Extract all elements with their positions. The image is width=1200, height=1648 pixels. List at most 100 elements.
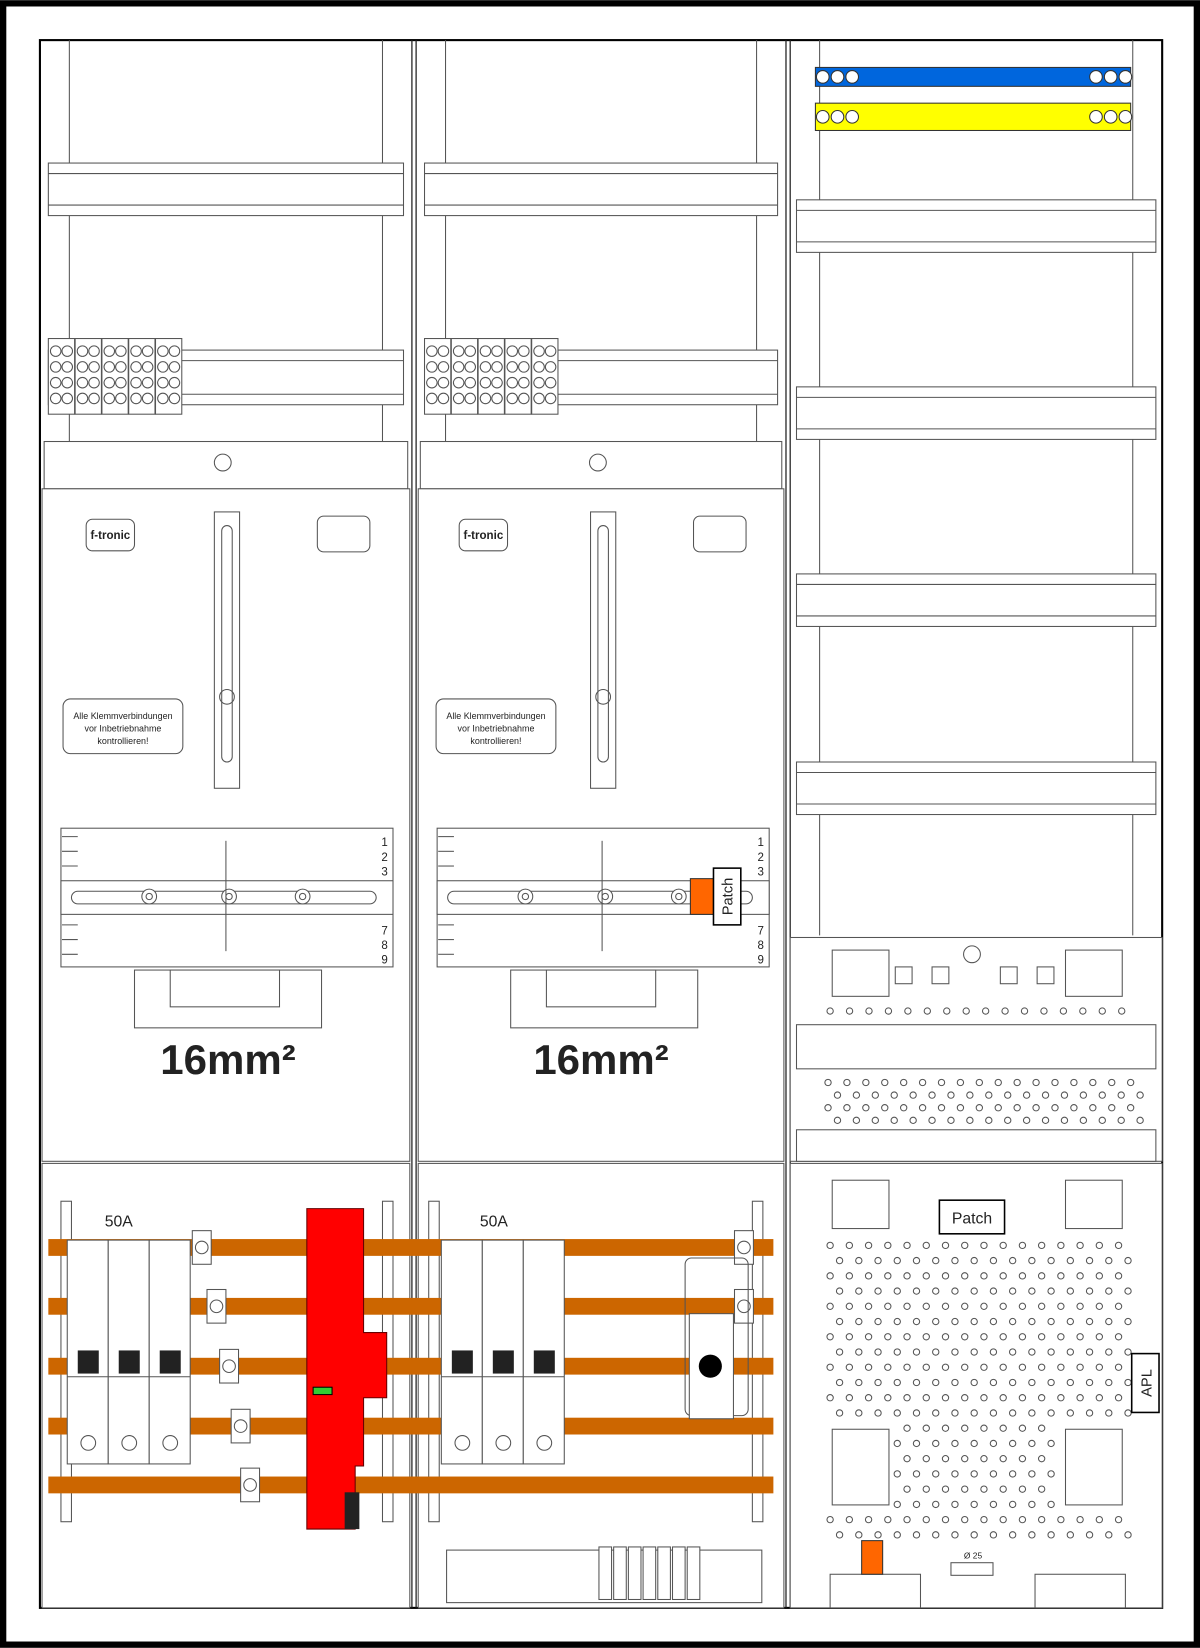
neutral-screw — [815, 70, 830, 84]
terminal-screw — [479, 361, 492, 373]
vent-hole — [941, 1485, 950, 1493]
vent-hole — [1079, 1091, 1088, 1099]
vent-hole — [961, 1302, 969, 1310]
terminal-screw — [506, 361, 519, 373]
vent-hole — [1004, 1116, 1012, 1124]
vent-hole — [1018, 1454, 1027, 1463]
vent-hole — [1076, 1333, 1084, 1341]
terminal-block — [613, 1546, 627, 1601]
vent-hole — [999, 1333, 1007, 1341]
vent-hole — [1095, 1394, 1104, 1402]
vent-hole — [1076, 1515, 1084, 1524]
vent-hole — [855, 1531, 863, 1539]
vent-hole — [989, 1317, 998, 1326]
vent-hole — [932, 1531, 940, 1539]
vent-hole — [941, 1272, 950, 1280]
breaker-terminal-screw — [162, 1435, 179, 1451]
vent-hole — [932, 1470, 940, 1478]
vent-hole — [903, 1454, 911, 1463]
terminal-screw — [479, 345, 492, 357]
vent-hole — [909, 1091, 917, 1099]
vent-hole — [884, 1272, 892, 1280]
vent-hole — [1124, 1531, 1132, 1539]
vent-hole — [1105, 1317, 1113, 1326]
vent-hole — [1114, 1302, 1123, 1310]
vent-hole — [928, 1116, 936, 1124]
vent-hole — [1028, 1470, 1036, 1478]
vent-hole — [874, 1409, 882, 1417]
vent-hole — [980, 1424, 988, 1432]
vent-hole — [1018, 1485, 1027, 1493]
breaker-rating-label: 50A — [105, 1213, 134, 1230]
neutral-screw — [845, 70, 860, 84]
scale-number: 8 — [381, 940, 387, 952]
vent-hole — [951, 1531, 959, 1539]
vent-hole — [1118, 1007, 1126, 1015]
terminal-screw — [49, 392, 62, 405]
vent-hole — [845, 1241, 854, 1250]
apl-window — [1064, 1179, 1123, 1230]
scale-number: 8 — [758, 940, 764, 952]
vent-hole — [1008, 1470, 1017, 1478]
breaker-toggle — [118, 1350, 140, 1374]
vent-hole — [1095, 1302, 1104, 1310]
rj-socket — [1036, 966, 1055, 985]
vent-hole — [1079, 1007, 1087, 1015]
vent-hole — [922, 1424, 930, 1432]
vent-hole — [890, 1091, 898, 1099]
terminal-screw — [437, 361, 450, 373]
vent-hole — [855, 1378, 863, 1387]
vent-hole — [961, 1241, 969, 1250]
vent-hole — [970, 1378, 978, 1387]
vent-hole — [1085, 1348, 1094, 1356]
neutral-terminal-bar — [814, 66, 1132, 87]
vent-hole — [1018, 1333, 1027, 1341]
vent-hole — [1098, 1007, 1106, 1015]
terminal-screw — [141, 345, 154, 357]
vent-hole — [1028, 1256, 1036, 1265]
vent-hole — [999, 1485, 1007, 1493]
terminal-screw — [88, 376, 100, 389]
terminal-screw — [61, 376, 74, 389]
vent-hole — [826, 1515, 834, 1524]
clamp-screw — [233, 1419, 248, 1433]
pe-screw — [845, 109, 860, 124]
scale-number: 2 — [758, 852, 764, 864]
vent-hole — [970, 1500, 978, 1509]
terminal-screw — [426, 376, 438, 389]
vent-hole — [999, 1363, 1007, 1371]
vent-hole — [900, 1078, 908, 1087]
vent-hole — [881, 1078, 889, 1087]
terminal-screw — [76, 345, 89, 357]
vent-hole — [865, 1007, 873, 1015]
busbar — [48, 1417, 774, 1435]
terminal-cover-clip — [169, 969, 281, 1008]
rail-screw-inner — [145, 892, 153, 901]
apl-window — [831, 949, 890, 997]
vent-hole — [893, 1500, 901, 1509]
vent-hole — [1004, 1091, 1012, 1099]
vent-hole — [932, 1256, 940, 1265]
vent-hole — [1085, 1256, 1094, 1265]
rail-screw — [294, 888, 311, 905]
vent-hole — [1095, 1363, 1104, 1371]
vent-hole — [1008, 1531, 1017, 1539]
vent-hole — [1076, 1272, 1084, 1280]
vent-hole — [989, 1409, 998, 1417]
vent-hole — [1028, 1378, 1036, 1387]
vent-hole — [1041, 1116, 1050, 1124]
vent-hole — [1117, 1091, 1125, 1099]
distribution-column — [789, 40, 1163, 1609]
vent-hole — [1018, 1241, 1027, 1250]
rj-socket — [931, 966, 950, 985]
vent-hole — [918, 1078, 927, 1087]
vent-hole — [1070, 1104, 1078, 1112]
scale-number: 3 — [381, 866, 387, 878]
din-rail — [47, 162, 405, 217]
vent-hole — [1008, 1378, 1017, 1387]
vent-hole — [1095, 1241, 1104, 1250]
vent-hole — [980, 1241, 988, 1250]
vent-hole — [912, 1256, 921, 1265]
vent-hole — [1098, 1116, 1106, 1124]
cross-section-label: 16mm² — [533, 1036, 668, 1083]
